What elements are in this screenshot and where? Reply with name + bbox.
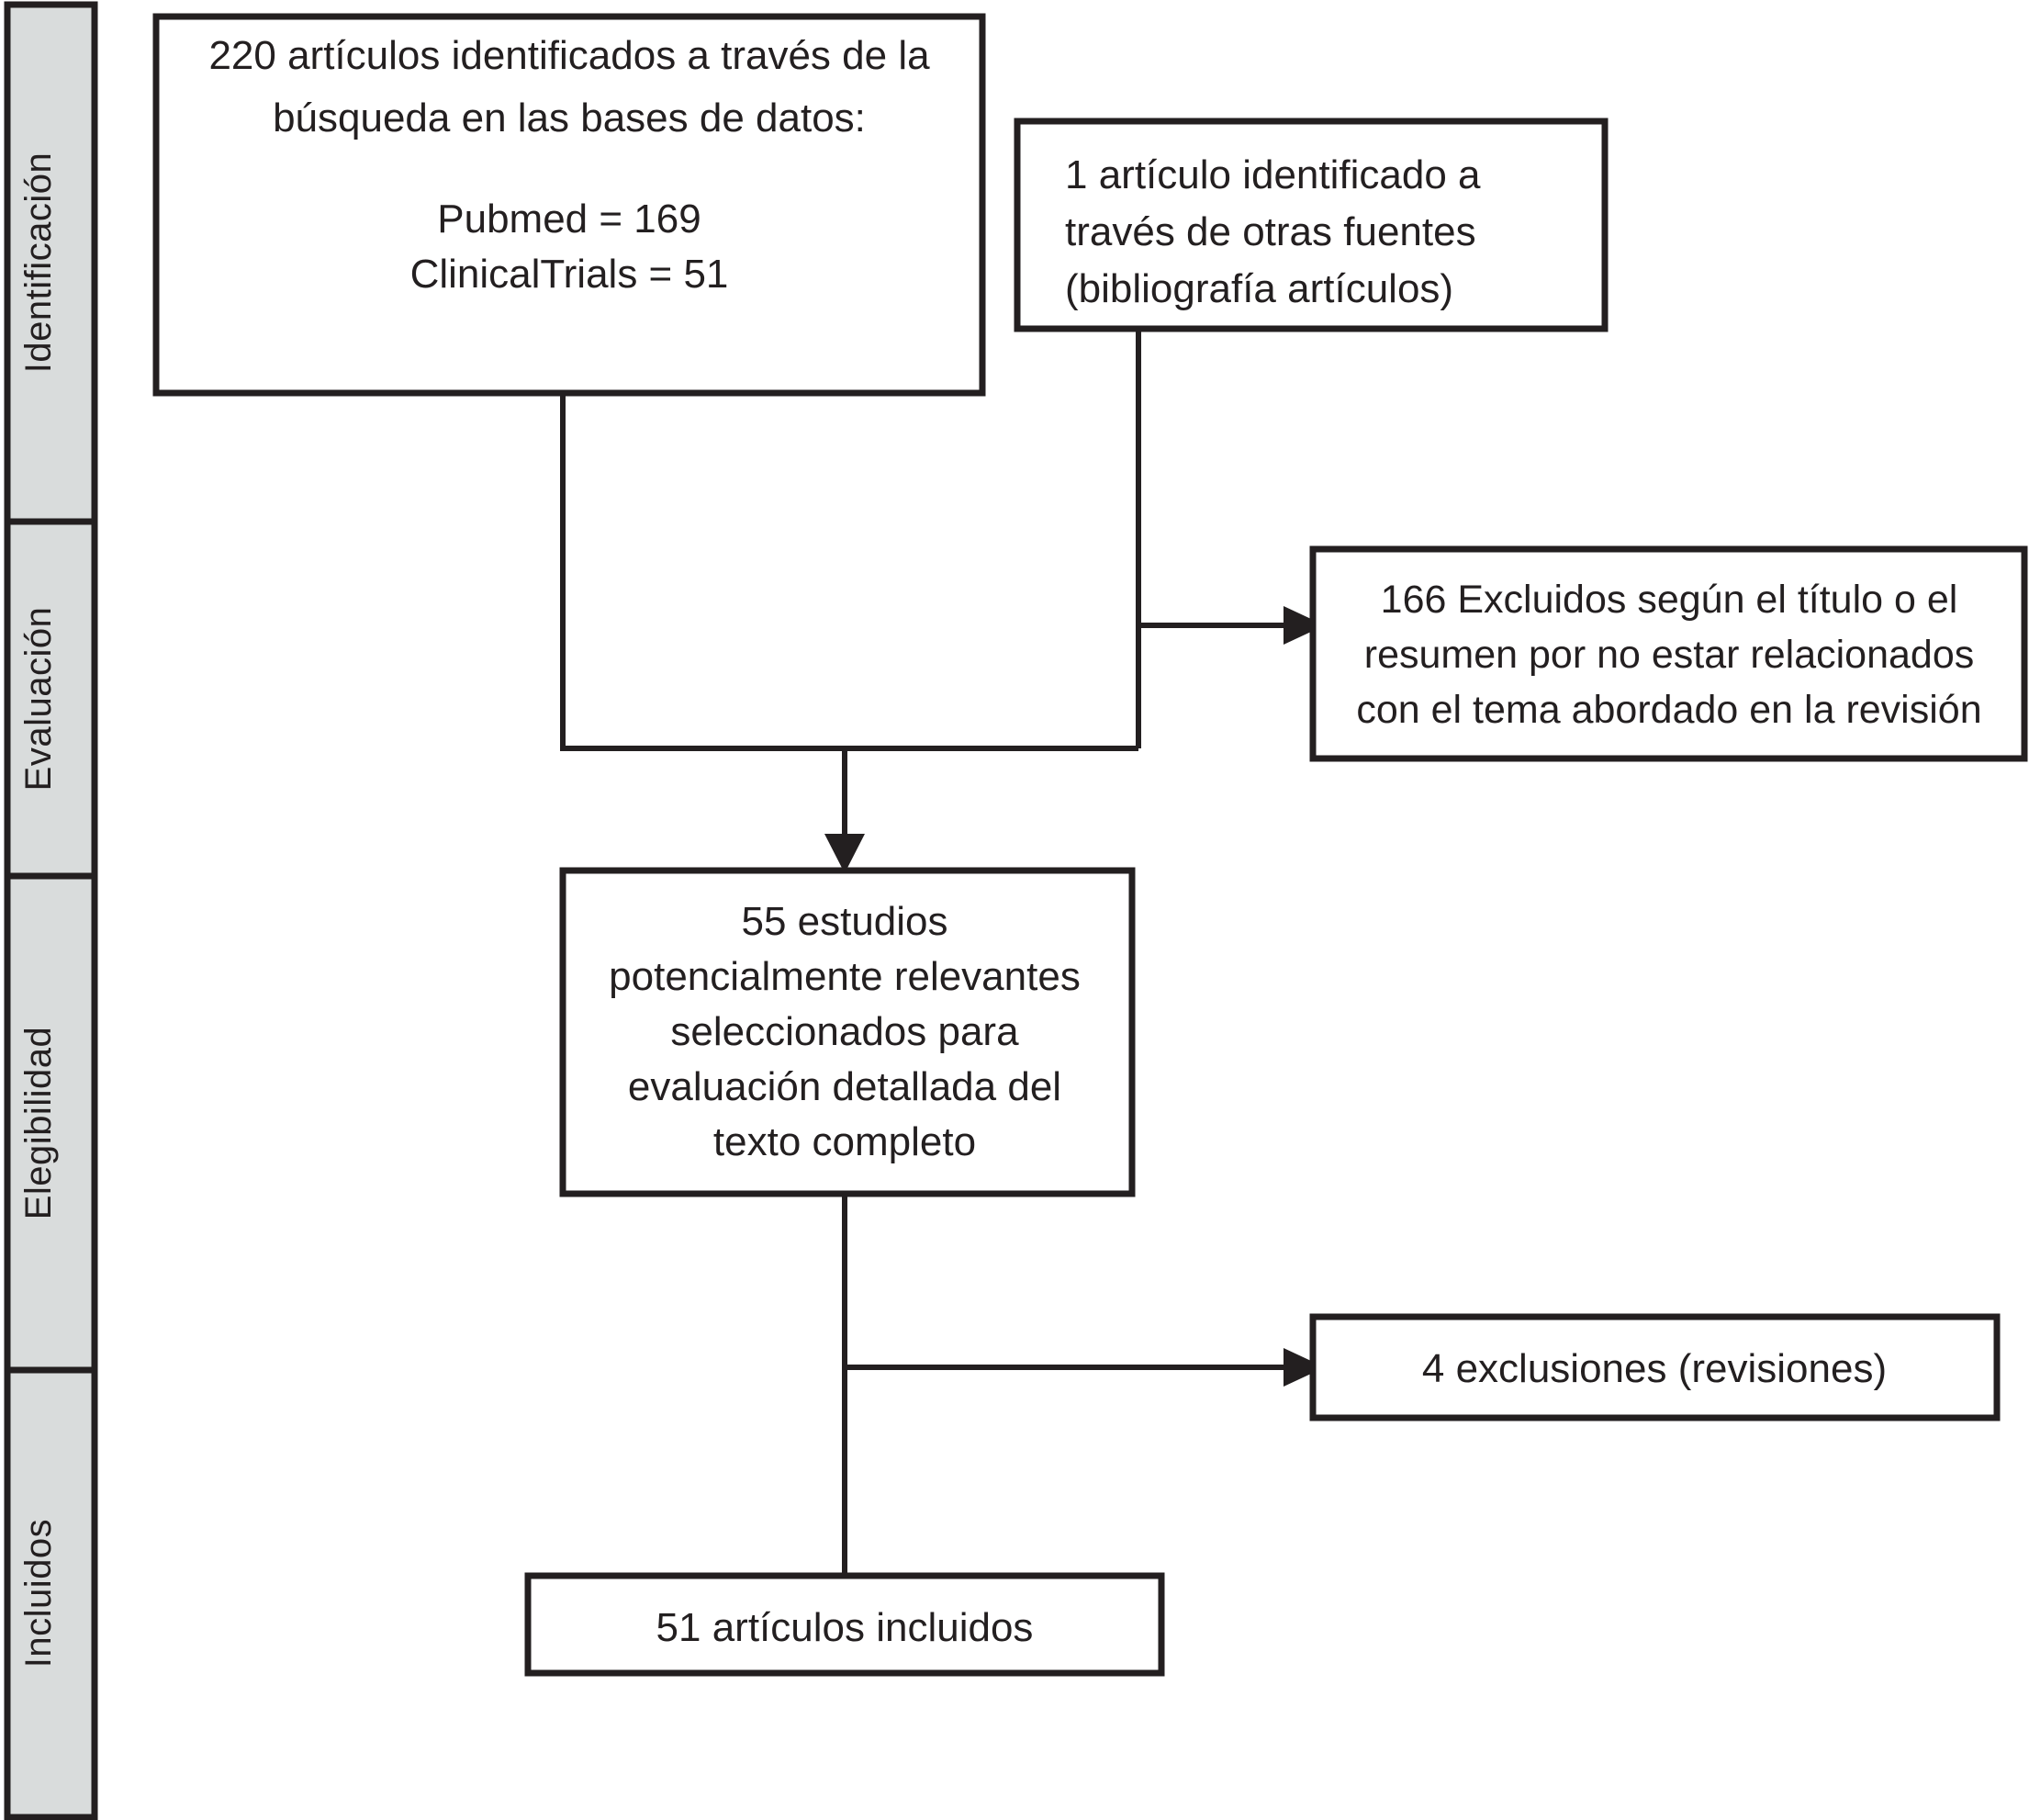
records-identified-line-2: búsqueda en las bases de datos: — [273, 95, 866, 140]
connector-fulltext-to-excluded-reviews — [845, 1348, 1325, 1387]
full-text-assessed-line-4: evaluación detallada del — [628, 1064, 1061, 1109]
records-identified-source-pubmed: Pubmed = 169 — [437, 197, 701, 242]
excluded-title-abstract-line-1: 166 Excluidos según el título o el — [1381, 578, 1958, 622]
excluded-reviews-line-1: 4 exclusiones (revisiones) — [1422, 1346, 1887, 1391]
stage-band-elegibilidad: Elegibilidad — [4, 872, 98, 1374]
node-box-records-identified — [152, 13, 986, 397]
full-text-assessed-line-2: potencialmente relevantes — [609, 954, 1081, 999]
connector-screening-to-fulltext — [824, 748, 865, 873]
node-excluded-title-abstract: 166 Excluidos según el título o el resum… — [1309, 545, 2028, 762]
node-records-identified: 220 artículos identificados a través de … — [152, 13, 986, 397]
excluded-title-abstract-line-2: resumen por no estar relacionados — [1364, 633, 1974, 677]
node-full-text-assessed: 55 estudios potencialmente relevantes se… — [559, 867, 1136, 1197]
stage-band-label-evaluacion: Evaluación — [18, 607, 59, 792]
stage-band-incluidos: Incluidos — [4, 1366, 98, 1820]
other-sources-line-2: través de otras fuentes — [1065, 209, 1476, 254]
stage-band-rect-incluidos — [4, 1366, 98, 1820]
node-other-sources: 1 artículo identificado a través de otra… — [1014, 118, 1609, 332]
excluded-title-abstract-line-3: con el tema abordado en la revisión — [1356, 688, 1981, 732]
connector-screening-to-excluded — [1138, 606, 1325, 645]
other-sources-line-1: 1 artículo identificado a — [1065, 152, 1481, 197]
stage-band-label-elegibilidad: Elegibilidad — [18, 1027, 59, 1220]
node-box-full-text-assessed — [559, 867, 1136, 1197]
records-identified-line-1: 220 artículos identificados a través de … — [208, 33, 930, 78]
node-box-included-studies — [524, 1572, 1165, 1677]
full-text-assessed-line-3: seleccionados para — [670, 1009, 1019, 1054]
arrowhead-excluded-reviews — [1284, 1348, 1325, 1387]
node-box-excluded-reviews — [1309, 1313, 2001, 1421]
stage-band-evaluacion: Evaluación — [4, 518, 98, 880]
arrowhead-fulltext — [824, 834, 865, 873]
node-box-excluded-title-abstract — [1309, 545, 2028, 762]
node-box-other-sources — [1014, 118, 1609, 332]
connector-identified-to-screening — [560, 393, 1138, 751]
connector-fulltext-to-included — [824, 1194, 865, 1613]
full-text-assessed-line-5: texto completo — [713, 1119, 976, 1164]
node-excluded-reviews: 4 exclusiones (revisiones) — [1309, 1313, 2001, 1421]
records-identified-source-clinicaltrials: ClinicalTrials = 51 — [410, 252, 729, 297]
full-text-assessed-line-1: 55 estudios — [741, 899, 947, 944]
other-sources-line-3: (bibliografía artículos) — [1065, 266, 1453, 311]
arrowhead-excluded — [1284, 606, 1325, 645]
stage-band-identificacion: Identificación — [4, 1, 98, 525]
stage-band-label-identificacion: Identificación — [18, 152, 59, 373]
stage-band-label-incluidos: Incluidos — [18, 1519, 59, 1668]
node-included-studies: 51 artículos incluidos — [524, 1572, 1165, 1677]
included-studies-line-1: 51 artículos incluidos — [656, 1605, 1034, 1650]
